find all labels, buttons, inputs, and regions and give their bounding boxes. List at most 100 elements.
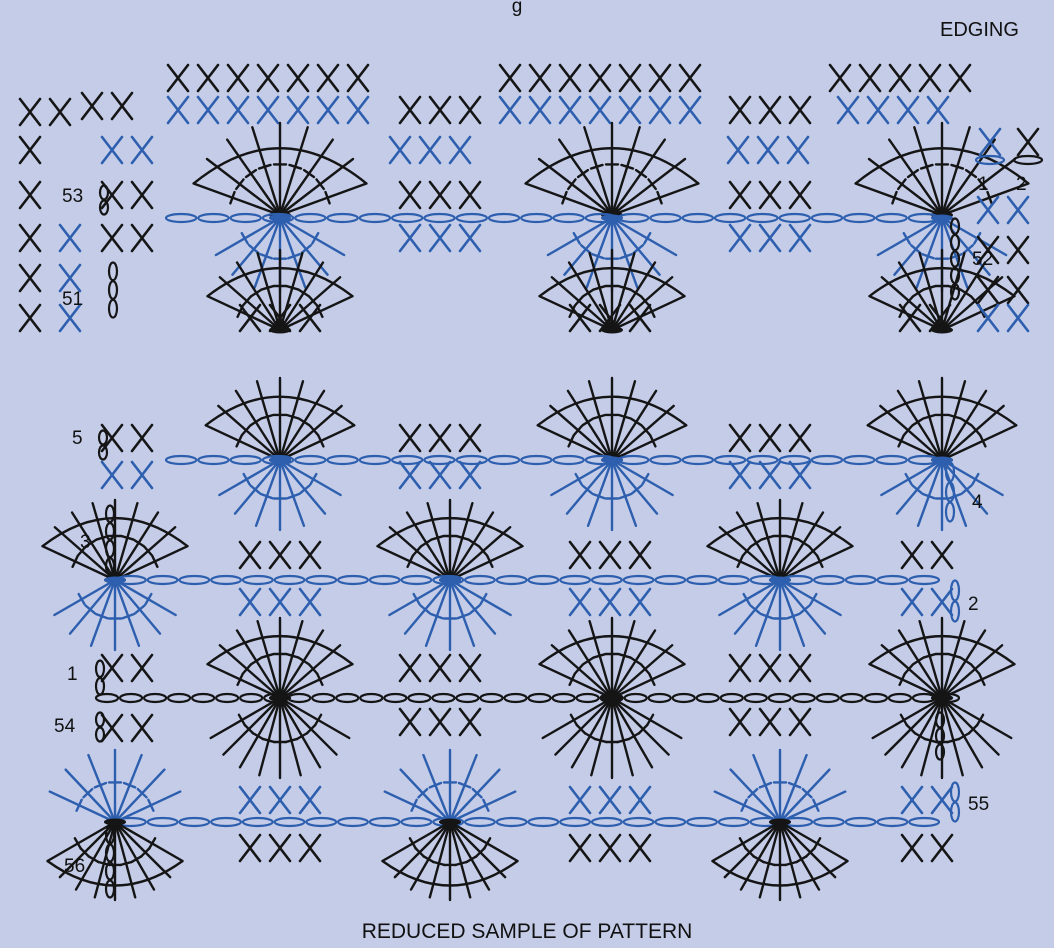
single-crochet-mark (400, 225, 420, 251)
chain-oval (456, 694, 478, 702)
treble-stitch (405, 580, 450, 634)
chain-oval (360, 214, 390, 222)
single-crochet-mark (460, 97, 480, 123)
edging-chain (1014, 156, 1042, 164)
single-crochet-mark (20, 225, 40, 251)
treble-stitch (551, 460, 612, 495)
chain-oval (109, 281, 117, 299)
chain-oval (432, 694, 454, 702)
treble-stitch (612, 381, 635, 460)
chain-oval (370, 576, 400, 584)
treble-stitch (942, 645, 1002, 698)
single-crochet-mark (760, 182, 780, 208)
stitch-tick (924, 415, 936, 418)
stitch-tick (122, 536, 134, 539)
single-crochet-mark (790, 225, 810, 251)
single-crochet-mark (860, 65, 880, 91)
treble-stitch (548, 218, 612, 255)
single-crochet-mark (460, 182, 480, 208)
single-crochet-mark (348, 65, 368, 91)
stitch-tick (299, 290, 309, 296)
chain-oval (306, 576, 336, 584)
single-crochet-mark (760, 425, 780, 451)
single-crochet-mark (430, 225, 450, 251)
treble-stitch (780, 580, 825, 634)
chain-oval (96, 728, 104, 742)
chain-oval (489, 214, 519, 222)
chain-oval (179, 576, 209, 584)
treble-stitch (115, 770, 164, 822)
chain-oval (719, 576, 749, 584)
single-crochet-mark (920, 65, 940, 91)
shell-base (439, 577, 461, 584)
stitch-tick (578, 170, 588, 177)
chain-oval (198, 214, 228, 222)
single-crochet-mark (1008, 305, 1028, 331)
single-crochet-mark (758, 137, 778, 163)
single-crochet-mark (928, 97, 948, 123)
single-crochet-mark (102, 462, 122, 488)
single-crochet-mark (830, 65, 850, 91)
treble-stitch (920, 621, 942, 698)
chain-oval (211, 576, 241, 584)
single-crochet-mark (932, 542, 952, 568)
single-crochet-mark (1018, 129, 1038, 155)
chain-oval (211, 818, 241, 826)
chain-oval (812, 214, 842, 222)
single-crochet-mark (20, 265, 40, 291)
treble-stitch (880, 406, 942, 460)
chain-oval (747, 214, 777, 222)
single-crochet-mark (132, 425, 152, 451)
single-crochet-mark (760, 97, 780, 123)
chain-oval (402, 576, 432, 584)
treble-stitch (280, 406, 342, 460)
single-crochet-mark (980, 129, 1000, 155)
stitch-tick (299, 419, 309, 425)
treble-stitch (942, 621, 964, 698)
stitch-tick (949, 415, 961, 418)
single-crochet-mark (1008, 237, 1028, 263)
stitch-tick (924, 654, 936, 657)
single-crochet-mark (902, 589, 922, 615)
chain-oval (240, 694, 262, 702)
single-crochet-mark (400, 709, 420, 735)
row-label-1: 1 (67, 664, 78, 685)
chain-oval (360, 456, 390, 464)
chain-oval (793, 694, 815, 702)
chain-oval (243, 818, 273, 826)
single-crochet-mark (318, 65, 338, 91)
single-crochet-mark (600, 787, 620, 813)
treble-stitch (881, 460, 942, 495)
single-crochet-mark (132, 655, 152, 681)
shell-base (601, 215, 623, 222)
chain-oval (480, 694, 502, 702)
edging-label-2: 2 (1016, 174, 1027, 195)
chain-oval (148, 576, 178, 584)
stitch-tick (287, 286, 299, 289)
treble-stitch (612, 645, 672, 698)
chain-oval (231, 214, 261, 222)
chain-oval (655, 818, 685, 826)
stitch-tick (262, 415, 274, 418)
single-crochet-mark (730, 97, 750, 123)
chain-oval (592, 576, 622, 584)
single-crochet-mark (630, 305, 650, 331)
chain-oval (243, 576, 273, 584)
single-crochet-mark (630, 542, 650, 568)
treble-stitch (390, 527, 450, 580)
stitch-tick (961, 658, 971, 664)
chain-oval (529, 818, 559, 826)
treble-stitch (401, 770, 450, 822)
single-crochet-mark (650, 65, 670, 91)
stitch-tick (751, 540, 761, 546)
chain-oval (624, 576, 654, 584)
chain-oval (687, 818, 717, 826)
single-crochet-mark (450, 137, 470, 163)
chain-oval (497, 818, 527, 826)
chain-oval (457, 214, 487, 222)
single-crochet-mark (630, 835, 650, 861)
chain-oval (846, 818, 876, 826)
treble-stitch (882, 645, 942, 698)
single-crochet-mark (240, 787, 260, 813)
